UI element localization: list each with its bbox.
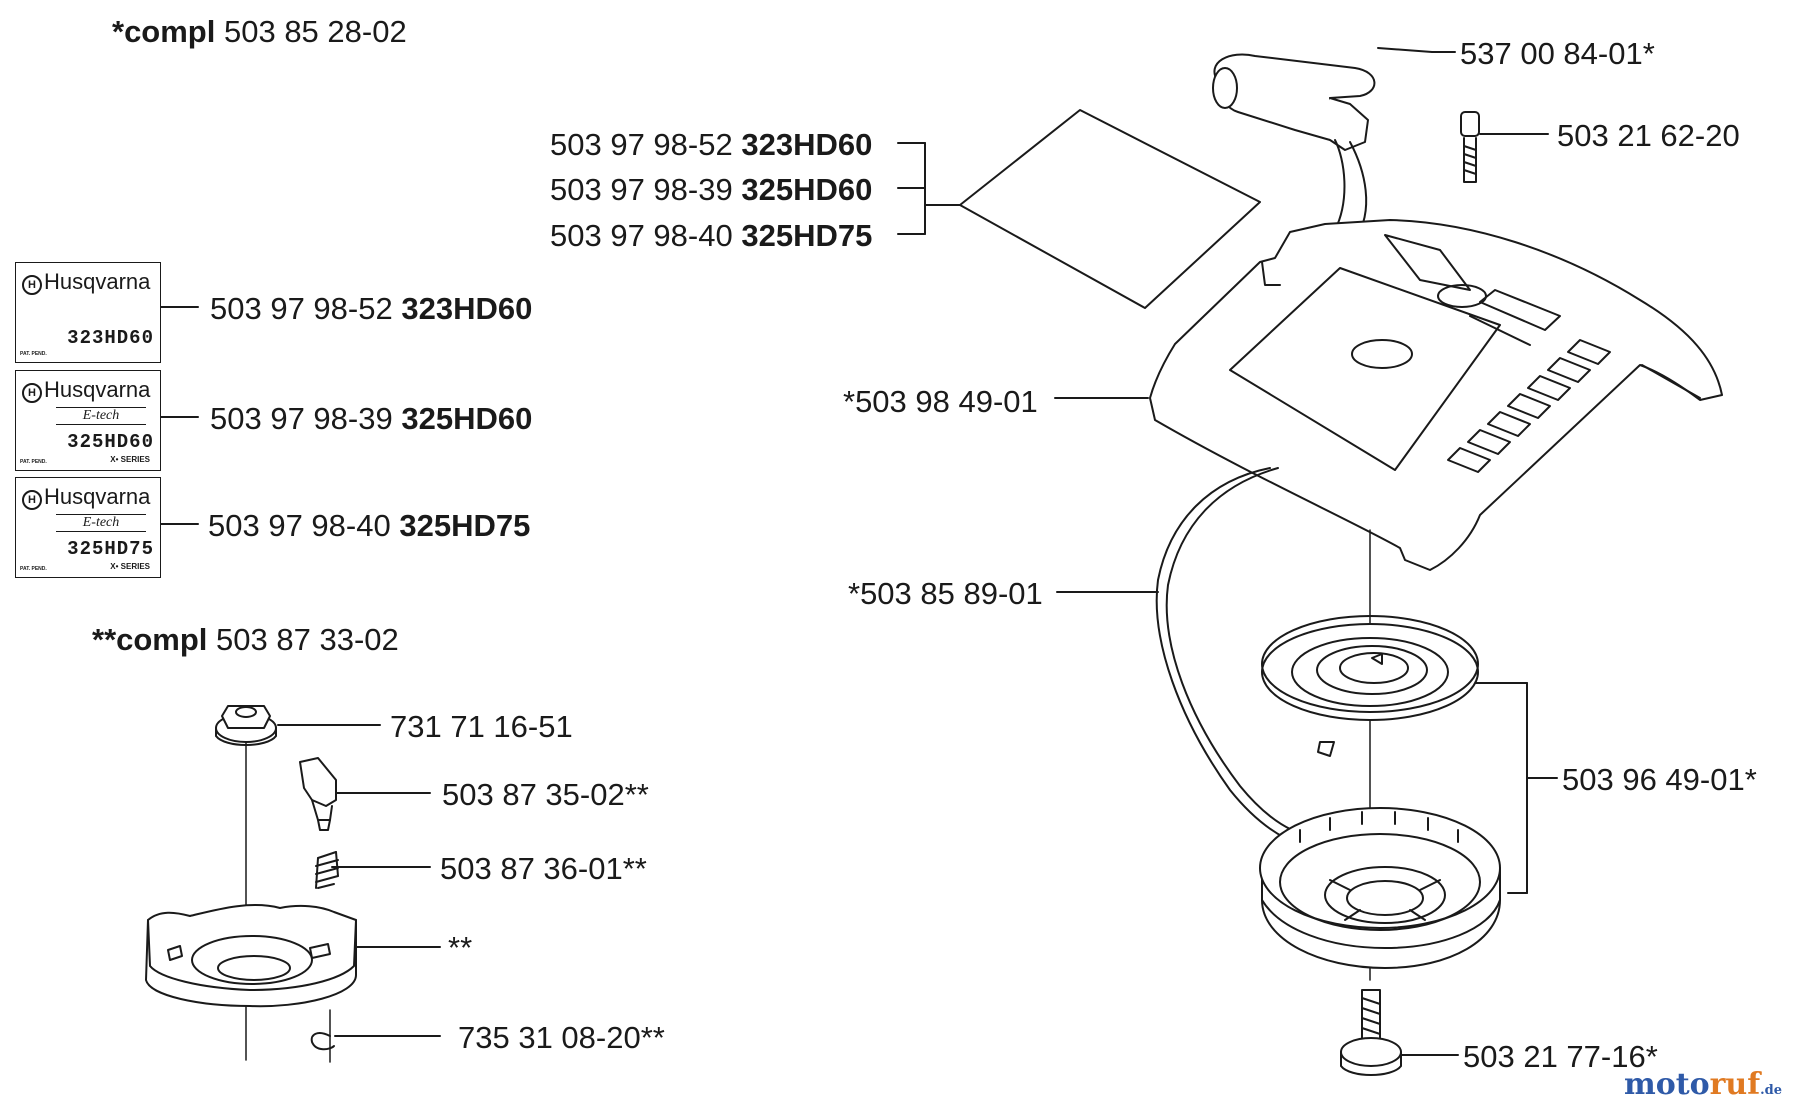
- watermark-logo: motoruf.de: [1623, 1067, 1782, 1102]
- starter-cover: [1149, 219, 1723, 571]
- model: 325HD75: [741, 218, 873, 253]
- compl-header-1: *compl 503 85 28-02: [112, 16, 407, 47]
- model: 325HD75: [399, 508, 531, 543]
- circlip: [310, 1032, 335, 1051]
- model: 323HD60: [401, 291, 533, 326]
- compl-number: 503 85 28-02: [223, 14, 407, 49]
- part-number: 503 97 98-39: [210, 401, 393, 436]
- leader-lines: [159, 47, 1558, 1056]
- part-number: 503 97 98-52: [210, 291, 393, 326]
- decal-pat: PAT. PEND.: [20, 566, 47, 572]
- compl-prefix: *compl: [112, 14, 216, 49]
- label-handle: 537 00 84-01*: [1460, 36, 1655, 71]
- label-decal-sheet-40: 503 97 98-40 325HD75: [550, 220, 872, 251]
- label-decal-325-75: 503 97 98-40 325HD75: [208, 510, 530, 541]
- pulley: [1259, 807, 1501, 969]
- recoil-spring: [1261, 615, 1479, 757]
- part-number: 503 97 98-39: [550, 172, 733, 207]
- model: 323HD60: [741, 127, 873, 162]
- part-number: 503 97 98-40: [208, 508, 391, 543]
- decal-pat: PAT. PEND.: [20, 459, 47, 465]
- label-pulley-spring: 503 96 49-01*: [1562, 762, 1757, 797]
- label-nut: 731 71 16-51: [390, 709, 573, 744]
- part-number: 503 97 98-52: [550, 127, 733, 162]
- label-hub: **: [448, 930, 473, 965]
- label-decal-sheet-39: 503 97 98-39 325HD60: [550, 174, 872, 205]
- label-rope: *503 85 89-01: [848, 576, 1043, 611]
- decal-model: 323HD60: [67, 327, 154, 349]
- label-decal-sheet-52: 503 97 98-52 323HD60: [550, 129, 872, 160]
- compl-number: 503 87 33-02: [216, 622, 399, 657]
- compl-header-2: **compl 503 87 33-02: [92, 624, 399, 655]
- label-screw-top: 503 21 62-20: [1557, 118, 1740, 153]
- screw-bottom: [1340, 989, 1402, 1076]
- screw-top: [1460, 111, 1480, 183]
- husqvarna-crown-icon: H: [22, 383, 42, 403]
- label-cover: *503 98 49-01: [843, 384, 1038, 419]
- compl-prefix: **compl: [92, 622, 208, 657]
- label-screw-bottom: 503 21 77-16*: [1463, 1039, 1658, 1074]
- label-small-spring: 503 87 36-01**: [440, 851, 647, 886]
- flange-nut: [215, 705, 277, 746]
- decal-model: 325HD75: [67, 538, 154, 560]
- husqvarna-crown-icon: H: [22, 490, 42, 510]
- starter-rope: [1155, 467, 1293, 839]
- decal-pat: PAT. PEND.: [20, 351, 47, 357]
- decal-etech: E-tech: [56, 407, 146, 425]
- decal-series: X• SERIES: [110, 562, 150, 571]
- decal-model: 325HD60: [67, 431, 154, 453]
- decal-sheet: [959, 109, 1261, 309]
- label-pawl: 503 87 35-02**: [442, 777, 649, 812]
- pawl: [299, 757, 337, 831]
- decal-series: X• SERIES: [110, 455, 150, 464]
- label-clip: 735 31 08-20**: [458, 1020, 665, 1055]
- model: 325HD60: [741, 172, 873, 207]
- starter-hub: [145, 904, 357, 1008]
- decal-etech: E-tech: [56, 514, 146, 532]
- husqvarna-crown-icon: H: [22, 275, 42, 295]
- part-number: 503 97 98-40: [550, 218, 733, 253]
- model: 325HD60: [401, 401, 533, 436]
- small-spring: [315, 851, 339, 889]
- label-decal-325-60: 503 97 98-39 325HD60: [210, 403, 532, 434]
- label-decal-323: 503 97 98-52 323HD60: [210, 293, 532, 324]
